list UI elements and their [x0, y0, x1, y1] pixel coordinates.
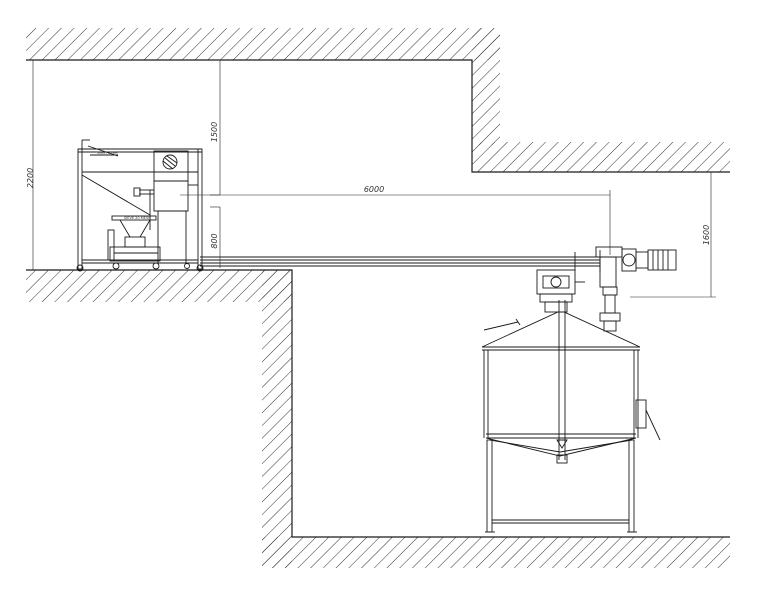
dim-drop-height: 1600 — [702, 225, 711, 245]
agitator-motor — [536, 269, 585, 313]
sieve-note-label: SIEVE 20 MESH — [124, 216, 151, 220]
mixing-tank — [481, 300, 661, 533]
dim-upper-height: 1500 — [210, 122, 219, 142]
dimension-lines — [28, 59, 716, 298]
hopper-frame — [76, 139, 204, 272]
ceiling-outline — [26, 59, 730, 173]
horizontal-conveyor — [200, 250, 601, 272]
wall-step-hatch — [472, 28, 500, 145]
dim-feed-height: 800 — [210, 233, 219, 248]
hopper-note-label: 5MM FILTER — [97, 151, 118, 155]
upper-floor-hatch — [26, 270, 292, 302]
ceiling-left-hatch — [26, 28, 500, 60]
dim-conveyor-length: 6000 — [364, 185, 384, 194]
lower-floor-hatch — [262, 537, 730, 568]
building-walls — [26, 28, 730, 568]
dim-total-height: 2200 — [26, 168, 35, 188]
ceiling-right-hatch — [472, 142, 730, 172]
conveyor-drive-unit — [595, 246, 677, 332]
floor-outline — [26, 269, 730, 538]
wall-drop-hatch — [262, 270, 292, 568]
